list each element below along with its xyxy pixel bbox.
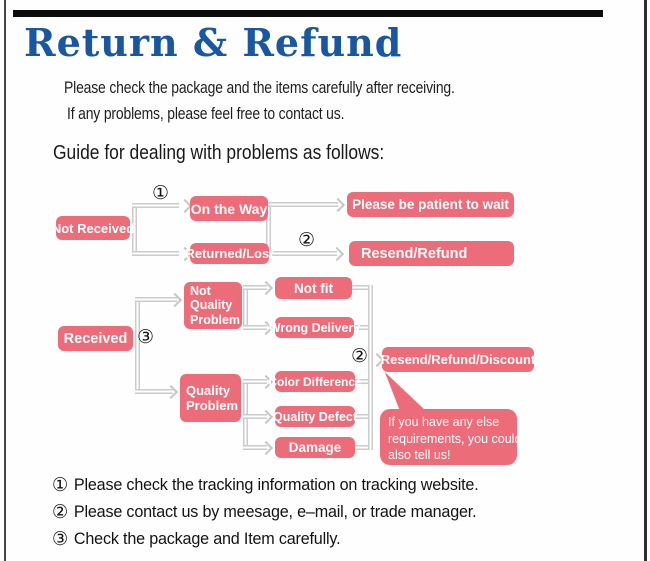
node-resend-refund: Resend/Refund bbox=[349, 241, 514, 266]
node-quality-defect: Quality Defect bbox=[273, 406, 357, 427]
footnote-2-text: Please contact us by meesage, e–mail, or… bbox=[73, 502, 477, 521]
node-please-be-patient: Please be patient to wait bbox=[347, 192, 514, 217]
marker-2-bottom: ② bbox=[351, 346, 369, 367]
bubble-text-line: also tell us! bbox=[388, 448, 451, 462]
footnote-2: ② Please contact us by meesage, e–mail, … bbox=[52, 502, 479, 522]
node-text-line: Not bbox=[190, 283, 211, 298]
arrowhead-icon bbox=[167, 292, 183, 308]
node-resend-refund-discount: Resend/Refund/Discount bbox=[381, 347, 535, 372]
connector-line bbox=[132, 203, 137, 256]
arrowhead-icon bbox=[163, 384, 179, 400]
top-rule bbox=[13, 10, 603, 17]
node-text-line: Problem bbox=[190, 312, 241, 327]
footnote-1-text: Please check the tracking information on… bbox=[73, 475, 479, 494]
connector-line bbox=[243, 379, 267, 384]
node-wrong-delivery: Wrong Delivery bbox=[269, 317, 360, 338]
footnote-1-marker: ① bbox=[52, 474, 69, 496]
connector-line bbox=[352, 285, 368, 290]
footnote-3-marker: ③ bbox=[52, 528, 69, 550]
bubble-text-line: requirements, you could bbox=[388, 431, 522, 446]
intro-line-2: If any problems, please feel free to con… bbox=[67, 104, 345, 123]
connector-line bbox=[132, 251, 179, 256]
connector-line bbox=[132, 203, 179, 208]
intro-line-1: Please check the package and the items c… bbox=[64, 78, 455, 97]
arrowhead-icon bbox=[258, 409, 274, 425]
marker-2-top: ② bbox=[298, 230, 316, 251]
speech-bubble-tail bbox=[384, 372, 426, 411]
node-not-received: Not Received bbox=[52, 216, 134, 240]
node-color-difference: Color Difference bbox=[268, 371, 362, 392]
left-border-line bbox=[4, 0, 6, 561]
connector-line bbox=[271, 251, 337, 256]
connector-line bbox=[243, 285, 267, 290]
connector-line bbox=[243, 285, 248, 330]
node-text-line: Problem bbox=[186, 398, 239, 413]
connector-line bbox=[355, 414, 368, 419]
node-not-quality-problem: Not Quality Problem bbox=[184, 282, 242, 329]
node-on-the-way: On the Way bbox=[190, 196, 268, 221]
node-damage: Damage bbox=[275, 437, 355, 458]
connector-line bbox=[243, 414, 267, 419]
arrowhead-icon bbox=[330, 197, 346, 213]
connector-line bbox=[355, 379, 368, 384]
footnotes: ① Please check the tracking information … bbox=[52, 475, 501, 556]
speech-bubble: If you have any else requirements, you c… bbox=[380, 409, 522, 465]
connector-line bbox=[266, 206, 271, 256]
footnote-3: ③ Check the package and Item carefully. bbox=[52, 529, 479, 549]
footnote-3-text: Check the package and Item carefully. bbox=[73, 529, 341, 548]
connector-line bbox=[135, 297, 177, 302]
connector-line bbox=[135, 297, 140, 394]
arrowhead-icon bbox=[258, 280, 274, 296]
node-not-fit: Not fit bbox=[275, 277, 352, 299]
connector-line bbox=[135, 389, 173, 394]
right-border-line bbox=[644, 0, 647, 561]
connector-line bbox=[268, 202, 338, 207]
node-received: Received bbox=[58, 326, 133, 351]
connector-line bbox=[354, 325, 368, 330]
connector-line bbox=[368, 285, 373, 450]
node-text-line: Quality bbox=[186, 382, 231, 398]
page-title: Return & Refund bbox=[24, 20, 403, 65]
connector-line bbox=[243, 445, 267, 450]
node-returned-lost: Returned/Lost bbox=[185, 243, 274, 264]
marker-1: ① bbox=[152, 183, 170, 204]
arrowhead-icon bbox=[258, 440, 274, 456]
connector-line bbox=[355, 445, 368, 450]
node-quality-problem: Quality Problem bbox=[180, 374, 241, 422]
arrowhead-icon bbox=[329, 246, 345, 262]
node-text-line: Quality bbox=[190, 298, 233, 313]
bubble-text-line: If you have any else bbox=[388, 415, 500, 429]
marker-3: ③ bbox=[137, 327, 155, 348]
guide-heading: Guide for dealing with problems as follo… bbox=[53, 141, 385, 164]
connector-line bbox=[243, 325, 267, 330]
footnote-1: ① Please check the tracking information … bbox=[52, 475, 479, 495]
footnote-2-marker: ② bbox=[52, 501, 69, 523]
